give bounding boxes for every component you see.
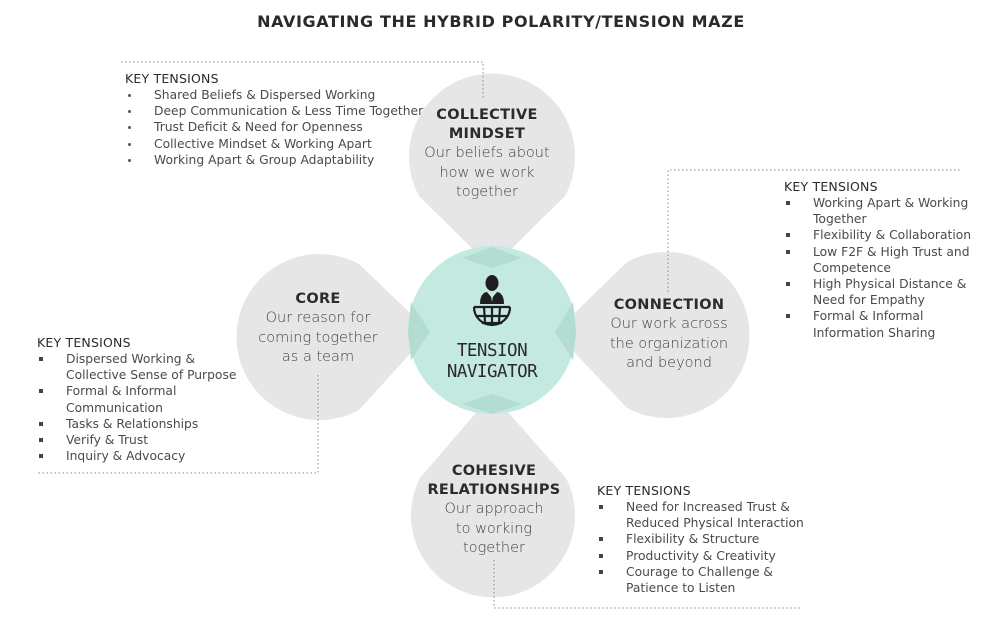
node-core: CORE Our reason for coming together as a…: [243, 290, 393, 368]
node-title: CORE: [295, 291, 341, 307]
tension-text: Flexibility & Structure: [626, 532, 760, 547]
tension-text: Collective Mindset & Working Apart: [154, 136, 372, 151]
tension-item: Working Apart & Group Adaptability: [125, 152, 425, 168]
tension-item: Flexibility & Collaboration: [784, 227, 999, 243]
petal-cohesive-relationships: [410, 394, 575, 598]
center-label: TENSION NAVIGATOR: [430, 341, 554, 383]
tension-text: Shared Beliefs & Dispersed Working: [154, 88, 376, 102]
leader-line-connection: [667, 169, 960, 292]
tension-text: Dispersed Working &: [66, 352, 196, 366]
tension-text: Courage to Challenge &: [626, 564, 774, 579]
node-title: CONNECTION: [613, 297, 725, 313]
overlap-left: [408, 302, 430, 360]
node-description: Our reason for: [265, 310, 371, 326]
node-collective-mindset: COLLECTIVE MINDSET Our beliefs about how…: [412, 106, 562, 203]
leader-line-cohesive-relationships: [493, 560, 802, 609]
node-description: together: [463, 540, 525, 556]
tension-item: Tasks & Relationships: [37, 416, 257, 432]
tension-text: Need for Increased Trust &: [626, 500, 790, 514]
key-tensions-heading: KEY TENSIONS: [784, 179, 878, 194]
key-tensions-cohesive-relationships: KEY TENSIONS Need for Increased Trust & R…: [597, 483, 817, 596]
tension-text: Together: [813, 212, 867, 227]
tension-item: Inquiry & Advocacy: [37, 448, 257, 464]
tension-text: Reduced Physical Interaction: [626, 516, 804, 531]
key-tensions-core: KEY TENSIONS Dispersed Working & Collecti…: [37, 335, 257, 464]
tension-item: Shared Beliefs & Dispersed Working: [125, 87, 425, 103]
key-tensions-heading: KEY TENSIONS: [125, 71, 219, 86]
overlap-right: [555, 302, 576, 360]
node-cohesive-relationships: COHESIVE RELATIONSHIPS Our approach to w…: [414, 462, 574, 559]
node-title: RELATIONSHIPS: [427, 482, 561, 498]
tension-text: Trust Deficit & Need for Openness: [154, 120, 363, 135]
tension-text: Flexibility & Collaboration: [813, 228, 972, 243]
tension-text: Patience to Listen: [626, 581, 736, 596]
diagram-title: NAVIGATING THE HYBRID POLARITY/TENSION M…: [257, 12, 745, 31]
tension-text: Tasks & Relationships: [66, 416, 199, 431]
tension-text: Deep Communication & Less Time Together: [154, 104, 424, 119]
center-label-line: TENSION: [456, 341, 528, 361]
node-description: the organization: [609, 335, 729, 352]
tension-text: Formal & Informal: [66, 384, 177, 399]
person-globe-icon: [472, 275, 512, 327]
node-description: Our approach: [444, 501, 544, 517]
tension-text: Verify & Trust: [66, 433, 149, 448]
node-description: and beyond: [626, 355, 712, 371]
tension-text: Communication: [66, 400, 163, 415]
tension-item: Courage to Challenge & Patience to Listen: [597, 564, 817, 596]
tension-item: Dispersed Working & Collective Sense of P…: [37, 351, 257, 383]
node-description: as a team: [281, 349, 355, 365]
node-description: coming together: [258, 329, 378, 346]
tension-text: Productivity & Creativity: [626, 548, 776, 563]
tension-text: Low F2F & High Trust and: [813, 244, 970, 259]
node-title: MINDSET: [448, 126, 526, 142]
node-description: Our beliefs about: [424, 145, 550, 161]
tension-text: Working Apart & Group Adaptability: [154, 152, 375, 167]
key-tensions-heading: KEY TENSIONS: [37, 335, 131, 350]
petal-core: [236, 253, 430, 421]
tension-text: Competence: [813, 260, 891, 275]
node-connection: CONNECTION Our work across the organizat…: [594, 296, 744, 374]
petal-connection: [555, 252, 750, 418]
node-title: COLLECTIVE: [436, 107, 538, 123]
tension-text: Need for Empathy: [813, 293, 925, 308]
tension-item: Productivity & Creativity: [597, 548, 817, 564]
petal-collective-mindset: [409, 73, 575, 268]
tension-text: Information Sharing: [813, 325, 936, 340]
tension-text: Formal & Informal: [813, 309, 924, 324]
leader-line-collective-mindset: [121, 61, 484, 98]
tension-item: High Physical Distance &Need for Empathy: [784, 276, 999, 308]
node-description: together: [456, 184, 518, 200]
tension-text: Working Apart & Working: [813, 196, 969, 210]
center-label-line: NAVIGATOR: [446, 362, 538, 382]
tension-item: Verify & Trust: [37, 432, 257, 448]
node-description: to working: [455, 520, 533, 537]
tension-item: Trust Deficit & Need for Openness: [125, 119, 425, 135]
overlap-top: [462, 247, 522, 268]
key-tensions-heading: KEY TENSIONS: [597, 483, 691, 498]
node-description: how we work: [439, 164, 535, 181]
center-circle: [408, 246, 576, 414]
tension-text: Inquiry & Advocacy: [66, 449, 186, 464]
node-description: Our work across: [610, 316, 728, 332]
overlap-bottom: [462, 394, 522, 414]
leader-line-core: [38, 375, 319, 474]
tension-item: Deep Communication & Less Time Together: [125, 103, 425, 119]
key-tensions-collective-mindset: KEY TENSIONS Shared Beliefs & Dispersed …: [125, 71, 425, 168]
tension-item: Need for Increased Trust & Reduced Physic…: [597, 499, 817, 531]
tension-text: Collective Sense of Purpose: [66, 368, 237, 383]
tension-item: Flexibility & Structure: [597, 531, 817, 547]
node-title: COHESIVE: [451, 463, 537, 479]
tension-text: High Physical Distance &: [813, 277, 967, 292]
tension-item: Collective Mindset & Working Apart: [125, 136, 425, 152]
